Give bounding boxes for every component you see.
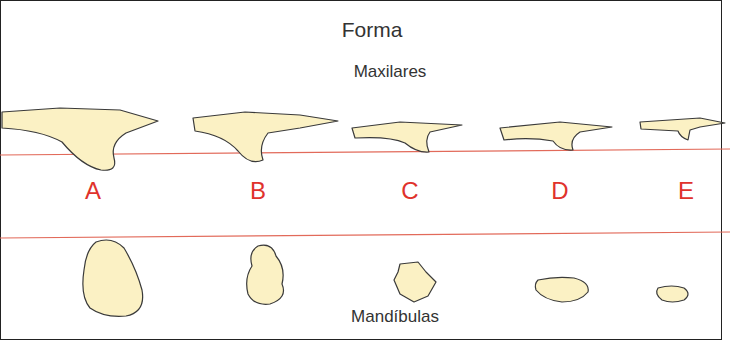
shape-letter: C xyxy=(401,178,418,204)
maxilla-shape xyxy=(2,108,158,170)
maxilla-shape xyxy=(500,122,612,150)
shape-letter: A xyxy=(85,178,101,204)
diagram-title: Forma xyxy=(342,18,403,41)
reference-line xyxy=(0,232,730,238)
mandible-shape xyxy=(247,245,284,304)
mandible-shape xyxy=(657,286,688,302)
group-label: Maxilares xyxy=(354,63,427,82)
group-label: Mandíbulas xyxy=(351,308,439,327)
maxilla-shape xyxy=(193,112,338,162)
mandible-shape xyxy=(83,240,143,316)
mandible-shape xyxy=(394,262,436,302)
mandible-shape xyxy=(535,277,588,302)
maxilla-shape xyxy=(352,122,462,152)
maxilla-shape xyxy=(640,118,725,140)
shape-letter: D xyxy=(551,178,568,204)
shape-letter: B xyxy=(250,178,266,204)
shape-letter: E xyxy=(678,178,694,204)
